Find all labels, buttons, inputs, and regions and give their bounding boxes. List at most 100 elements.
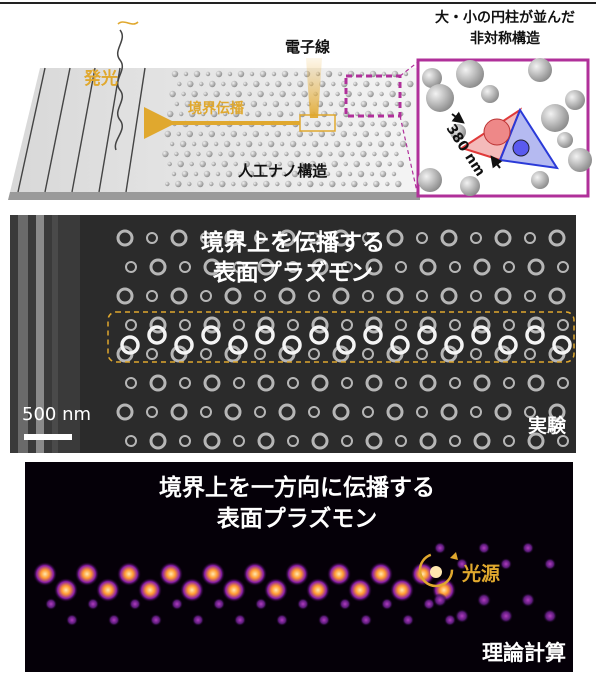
nanopillar bbox=[187, 181, 192, 187]
sem-dot bbox=[254, 348, 266, 360]
nanopillar bbox=[350, 151, 355, 157]
nanopillar bbox=[237, 171, 243, 177]
scale-bar-label: 500 nm bbox=[22, 404, 91, 425]
inset-pillar bbox=[541, 104, 569, 132]
nanopillar bbox=[253, 80, 260, 88]
nanopillar bbox=[264, 131, 269, 137]
sem-dot-bright bbox=[282, 335, 302, 355]
nanopillar bbox=[314, 120, 321, 128]
field-spot-dim bbox=[213, 598, 225, 610]
sem-dot bbox=[146, 290, 158, 302]
nanopillar bbox=[196, 151, 201, 157]
nanopillar bbox=[255, 161, 260, 167]
sem-dot bbox=[311, 258, 329, 276]
nanopillar bbox=[297, 80, 304, 88]
nanopillar bbox=[329, 180, 336, 188]
sem-dot bbox=[419, 432, 437, 450]
sem-dot bbox=[449, 377, 461, 389]
inset-zoom: 大・小の円柱が並んだ 非対称構造 380 nm bbox=[416, 9, 592, 198]
nanopillar bbox=[389, 90, 396, 98]
field-spot-dim bbox=[444, 614, 456, 626]
field-spot-dim bbox=[192, 614, 204, 626]
sem-dot bbox=[548, 229, 566, 247]
nanopillar bbox=[392, 121, 397, 127]
nanopillar bbox=[328, 101, 334, 107]
nanopillar bbox=[243, 160, 250, 168]
field-spot-lower bbox=[477, 593, 491, 607]
field-spot-upper bbox=[500, 558, 512, 570]
sem-dot bbox=[257, 316, 275, 334]
nanopillar bbox=[250, 100, 258, 108]
nanopillar bbox=[193, 70, 201, 78]
sem-dot bbox=[308, 290, 320, 302]
sem-dot bbox=[557, 377, 569, 389]
nanopillar bbox=[358, 120, 365, 128]
field-spot-lower bbox=[543, 609, 557, 623]
sem-dot bbox=[125, 261, 137, 273]
nanopillar bbox=[240, 101, 246, 107]
nanopillar bbox=[293, 71, 299, 77]
nanopillar bbox=[308, 131, 313, 137]
nanopillar bbox=[385, 80, 392, 88]
nanopillar bbox=[394, 101, 400, 107]
sem-dot bbox=[179, 435, 191, 447]
sem-dot bbox=[254, 406, 266, 418]
sem-dot-bright bbox=[201, 325, 221, 345]
nanopillar bbox=[367, 90, 374, 98]
nanopillar bbox=[297, 181, 302, 187]
nanopillar bbox=[313, 170, 321, 178]
field-spot-lower bbox=[455, 609, 469, 623]
nanopillar bbox=[223, 111, 228, 117]
nanopillar bbox=[277, 161, 282, 167]
sem-dot bbox=[116, 287, 134, 305]
sem-dot bbox=[341, 435, 353, 447]
nanopillar bbox=[338, 100, 346, 108]
nanopillar bbox=[215, 70, 223, 78]
nanopillar bbox=[316, 150, 323, 158]
nanopillar bbox=[241, 180, 248, 188]
sem-dot bbox=[179, 377, 191, 389]
experiment-corner-label: 実験 bbox=[528, 414, 567, 437]
nanopillar bbox=[340, 130, 347, 138]
sem-dot bbox=[440, 229, 458, 247]
nanopillar bbox=[220, 131, 225, 137]
nanopillar bbox=[230, 130, 237, 138]
nanopillar bbox=[323, 90, 330, 98]
sem-dot bbox=[116, 403, 134, 421]
field-spot-bright bbox=[222, 578, 246, 602]
sem-dot bbox=[503, 435, 515, 447]
sem-dot bbox=[395, 319, 407, 331]
nanopillar bbox=[301, 141, 307, 147]
nanopillar bbox=[171, 171, 177, 177]
nanopillar bbox=[306, 151, 311, 157]
nanopillar bbox=[275, 181, 280, 187]
sem-dot-bright bbox=[390, 335, 410, 355]
field-spot-upper bbox=[456, 558, 468, 570]
nanopillar bbox=[365, 161, 370, 167]
nanopillar bbox=[247, 170, 255, 178]
nanopillar bbox=[265, 81, 270, 87]
field-spot-dim bbox=[423, 598, 435, 610]
inset-pillar bbox=[418, 168, 442, 192]
nanopillar bbox=[245, 111, 250, 117]
nanopillar bbox=[345, 141, 351, 147]
nanopillar bbox=[397, 160, 404, 168]
nanopillar bbox=[183, 71, 189, 77]
nanopillar bbox=[267, 140, 275, 148]
nanopillar bbox=[233, 161, 238, 167]
sem-dot bbox=[527, 316, 545, 334]
sem-dot bbox=[440, 403, 458, 421]
nanopillar bbox=[233, 110, 240, 118]
nanopillar bbox=[284, 101, 290, 107]
nanopillar bbox=[175, 180, 182, 188]
nanopillar bbox=[189, 161, 194, 167]
nanopillar bbox=[370, 121, 375, 127]
sem-dot-bright bbox=[174, 335, 194, 355]
propagation-label: 境界伝播 bbox=[188, 100, 245, 117]
sem-dot bbox=[473, 374, 491, 392]
nanopillar bbox=[184, 150, 191, 158]
sem-dot bbox=[494, 287, 512, 305]
nanopillar bbox=[231, 80, 238, 88]
nanopillar bbox=[189, 110, 196, 118]
field-spot-dim bbox=[402, 614, 414, 626]
